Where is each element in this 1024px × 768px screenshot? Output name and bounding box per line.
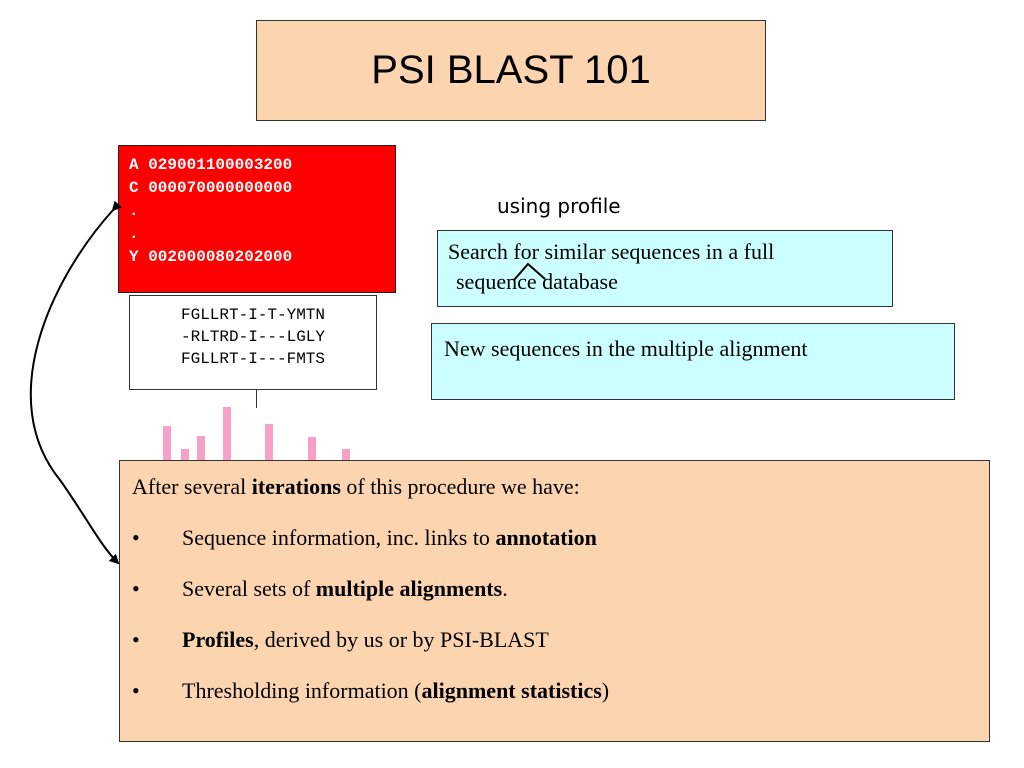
histogram-bar <box>308 437 316 460</box>
bullet-text: Thresholding information ( <box>182 678 422 703</box>
summary-bullet: • Profiles, derived by us or by PSI-BLAST <box>132 625 989 655</box>
slide-title: PSI BLAST 101 <box>256 20 766 121</box>
bullet-text-end: . <box>502 576 508 601</box>
profile-row: . <box>129 202 139 220</box>
bullet-text-end: ) <box>601 678 610 703</box>
search-step-box: Search for similar sequences in a full s… <box>437 230 893 307</box>
alignment-row: -RLTRD-I---LGLY <box>180 328 326 346</box>
iteration-cycle-arrow <box>29 200 123 565</box>
intro-bold: iterations <box>251 474 341 499</box>
bullet-bold: Profiles <box>182 627 254 652</box>
bullet-bold: annotation <box>495 525 597 550</box>
histogram-bar <box>342 449 350 460</box>
profile-row: A 029001100003200 <box>129 156 293 174</box>
search-step-line-1: Search for similar sequences in a full <box>448 239 775 264</box>
intro-text-end: of this procedure we have: <box>340 474 580 499</box>
bullet-text: Several sets of <box>182 576 316 601</box>
summary-bullet: • Several sets of multiple alignments. <box>132 574 989 604</box>
alignment-connector-line <box>256 390 257 408</box>
histogram-bar <box>265 424 273 460</box>
bullet-icon: • <box>132 576 140 601</box>
bullet-icon: • <box>132 627 140 652</box>
bullet-bold: alignment statistics <box>421 678 602 703</box>
bullet-text: Sequence information, inc. links to <box>182 525 496 550</box>
histogram-bar <box>197 436 205 460</box>
bullet-text-end: , derived by us or by PSI-BLAST <box>253 627 549 652</box>
intro-text: After several <box>132 474 252 499</box>
profile-row: . <box>129 225 139 243</box>
new-sequences-box: New sequences in the multiple alignment <box>431 323 955 400</box>
multiple-alignment: FGLLRT-I-T-YMTN -RLTRD-I---LGLY FGLLRT-I… <box>129 295 377 390</box>
using-profile-label: using profile <box>497 194 621 218</box>
profile-row: C 000070000000000 <box>129 179 293 197</box>
summary-box: After several iterations of this procedu… <box>119 460 990 742</box>
caret-icon <box>513 262 546 281</box>
new-sequences-text: New sequences in the multiple alignment <box>444 336 808 361</box>
alignment-row: FGLLRT-I---FMTS <box>180 350 326 368</box>
profile-matrix: A 029001100003200 C 000070000000000 . . … <box>118 145 396 293</box>
histogram-bar <box>181 449 189 460</box>
alignment-row: FGLLRT-I-T-YMTN <box>180 306 326 324</box>
bullet-icon: • <box>132 525 140 550</box>
summary-bullet: • Thresholding information (alignment sta… <box>132 676 989 706</box>
profile-row: Y 002000080202000 <box>129 248 293 266</box>
bullet-bold: multiple alignments <box>315 576 503 601</box>
histogram-bar <box>223 407 231 460</box>
summary-intro: After several iterations of this procedu… <box>132 472 989 502</box>
bullet-icon: • <box>132 678 140 703</box>
summary-bullet: • Sequence information, inc. links to ann… <box>132 523 989 553</box>
histogram-bar <box>163 426 171 460</box>
